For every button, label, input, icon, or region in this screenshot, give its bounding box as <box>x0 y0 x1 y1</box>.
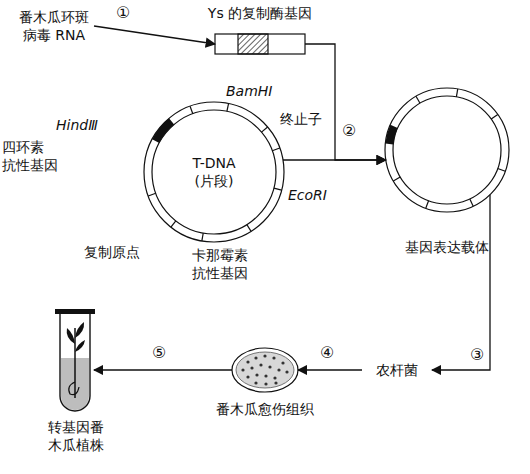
dot <box>246 375 249 378</box>
test-tube-plant: 转基因番 木瓜植株 <box>58 312 94 408</box>
dot <box>246 360 249 363</box>
node-text: 基因表达载体 <box>385 238 509 256</box>
gene-label: 四环素 抗性基因 <box>2 138 64 174</box>
plasmid-outer <box>144 102 284 242</box>
process-arrow <box>94 369 232 370</box>
connectors <box>94 26 490 370</box>
restriction-site: BamHⅠ <box>226 82 286 100</box>
node-text: 番木瓜环斑 病毒 RNA <box>14 8 94 44</box>
replicase-gene-segment <box>238 34 268 54</box>
tube-rim <box>55 309 95 314</box>
process-arrow <box>94 26 215 44</box>
tick <box>491 114 498 119</box>
callus-dots <box>241 354 288 385</box>
tetracycline-gene-block <box>148 106 280 238</box>
tube-wall <box>60 314 90 411</box>
petri-dish <box>232 348 298 392</box>
plant-leaf <box>67 328 75 344</box>
tick <box>171 221 176 227</box>
tick <box>202 233 203 241</box>
tick <box>393 177 400 181</box>
dot <box>264 374 267 377</box>
tick <box>261 127 267 132</box>
dot <box>272 356 275 359</box>
gene-bar <box>215 34 305 54</box>
plant-leaf <box>75 340 85 352</box>
dot <box>274 381 277 384</box>
plasmid: T-DNA (片段) <box>144 102 284 242</box>
process-arrow <box>298 369 362 370</box>
dot <box>250 366 253 369</box>
tick <box>247 225 251 232</box>
plant-leaf <box>75 322 84 338</box>
tick <box>416 96 420 103</box>
tick <box>498 168 506 171</box>
agrobacterium: 农杆菌 <box>362 361 432 381</box>
process-arrow <box>283 159 386 160</box>
dot <box>285 370 288 373</box>
terminator-label: 终止子 <box>280 110 340 128</box>
node-text: 番木瓜愈伤组织 <box>205 400 325 418</box>
dot <box>255 373 258 376</box>
plant-root <box>69 382 79 395</box>
node-text: T-DNA (片段) <box>184 154 244 190</box>
dot <box>254 356 257 359</box>
dot <box>241 368 244 371</box>
vector-ring <box>385 88 509 212</box>
tick <box>148 193 156 196</box>
node-text: Ys 的复制酶基因 <box>175 4 345 22</box>
plasmid-ring <box>144 102 284 242</box>
dot <box>273 376 276 379</box>
gene-bar: Ys 的复制酶基因 <box>215 34 305 54</box>
gene-label: 卡那霉素 抗性基因 <box>192 246 254 282</box>
dot <box>277 368 280 371</box>
tick <box>274 188 282 190</box>
step-number: ⑤ <box>152 344 166 362</box>
plasmid-inner <box>152 110 276 234</box>
tick <box>272 148 280 151</box>
vector-outer <box>385 88 509 212</box>
process-arrow <box>432 195 490 370</box>
dot <box>254 381 257 384</box>
dot <box>259 363 262 366</box>
restriction-site: EcoRⅠ <box>288 186 348 204</box>
step-number: ② <box>342 122 356 140</box>
step-number: ④ <box>320 344 334 362</box>
dot <box>268 365 271 368</box>
expression-vector: 基因表达载体 <box>385 88 509 212</box>
vector-ticks <box>393 89 505 208</box>
tick <box>456 89 457 97</box>
node-text: 转基因番 木瓜植株 <box>32 418 120 454</box>
process-arrow <box>305 44 386 160</box>
plant-stem <box>74 328 76 398</box>
dish-medium <box>236 352 294 388</box>
callus-dish: 番木瓜愈伤组织 <box>232 348 298 392</box>
tick <box>227 104 229 112</box>
node-text: 农杆菌 <box>362 361 432 379</box>
origin-label: 复制原点 <box>84 243 154 261</box>
dot <box>264 382 267 385</box>
inserted-gene-block <box>389 92 505 208</box>
test-tube <box>55 309 95 411</box>
step-number: ③ <box>470 346 484 364</box>
dish-rim <box>232 348 298 392</box>
tick <box>190 106 193 114</box>
restriction-site: HindⅢ <box>56 116 116 134</box>
source-text: 番木瓜环斑 病毒 RNA <box>14 8 94 48</box>
dot <box>263 354 266 357</box>
gene-bar-outline <box>215 34 305 54</box>
plasmid-ticks <box>148 104 281 241</box>
tick <box>426 201 429 209</box>
tick <box>470 199 473 206</box>
vector-inner <box>393 96 501 204</box>
dot <box>281 361 284 364</box>
step-number: ① <box>116 4 130 22</box>
